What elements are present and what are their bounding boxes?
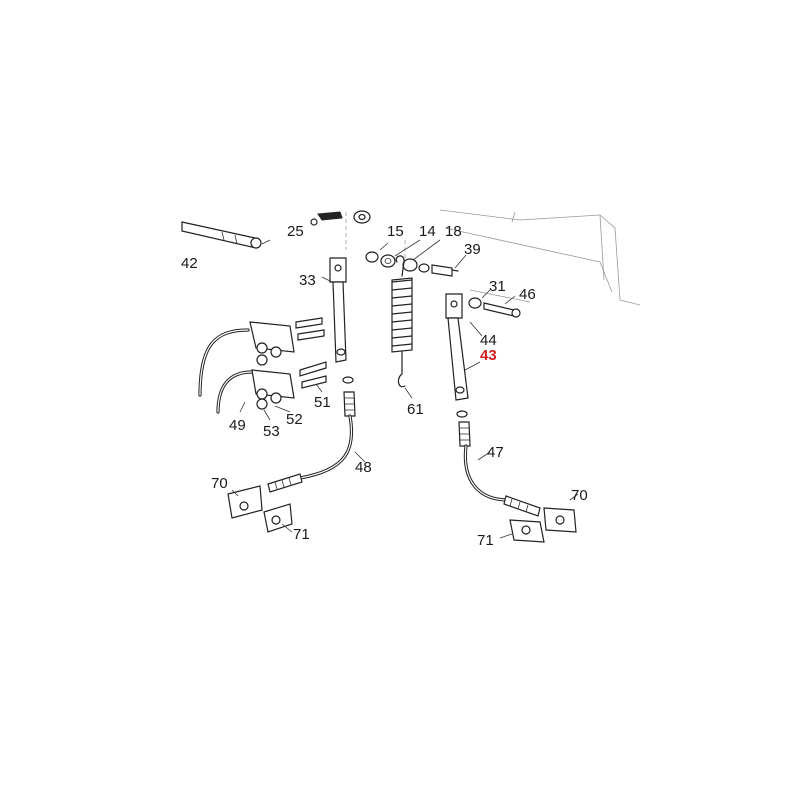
callout-42[interactable]: 42 (181, 255, 198, 272)
callout-46[interactable]: 46 (519, 286, 536, 303)
callout-47[interactable]: 47 (487, 444, 504, 461)
callout-25[interactable]: 25 (287, 223, 304, 240)
callout-43[interactable]: 43 (480, 347, 497, 364)
cable-48 (227, 414, 366, 533)
left-lever-blocks (198, 317, 327, 421)
spring-mount-hardware (365, 239, 467, 277)
callout-31[interactable]: 31 (489, 278, 506, 295)
callout-18[interactable]: 18 (445, 223, 462, 240)
callout-70-left[interactable]: 70 (211, 475, 228, 492)
shaft-42 (181, 221, 271, 249)
callout-71-left[interactable]: 71 (293, 526, 310, 543)
callout-44[interactable]: 44 (480, 332, 497, 349)
callout-49[interactable]: 49 (229, 417, 246, 434)
callouts: 42 25 33 15 14 18 39 31 46 44 43 61 51 5… (181, 223, 588, 549)
callout-48[interactable]: 48 (355, 459, 372, 476)
callout-15[interactable]: 15 (387, 223, 404, 240)
right-rod-assembly (445, 289, 521, 447)
callout-39[interactable]: 39 (464, 241, 481, 258)
callout-51[interactable]: 51 (314, 394, 331, 411)
callout-71-right[interactable]: 71 (477, 532, 494, 549)
callout-52[interactable]: 52 (286, 411, 303, 428)
callout-70-right[interactable]: 70 (571, 487, 588, 504)
upper-bracket (310, 210, 371, 226)
machine-frame (345, 209, 641, 306)
spring-61 (391, 255, 413, 399)
cable-47 (463, 444, 579, 543)
left-rod-assembly (321, 257, 356, 417)
callout-61[interactable]: 61 (407, 401, 424, 418)
callout-33[interactable]: 33 (299, 272, 316, 289)
callout-53[interactable]: 53 (263, 423, 280, 440)
callout-14[interactable]: 14 (419, 223, 436, 240)
